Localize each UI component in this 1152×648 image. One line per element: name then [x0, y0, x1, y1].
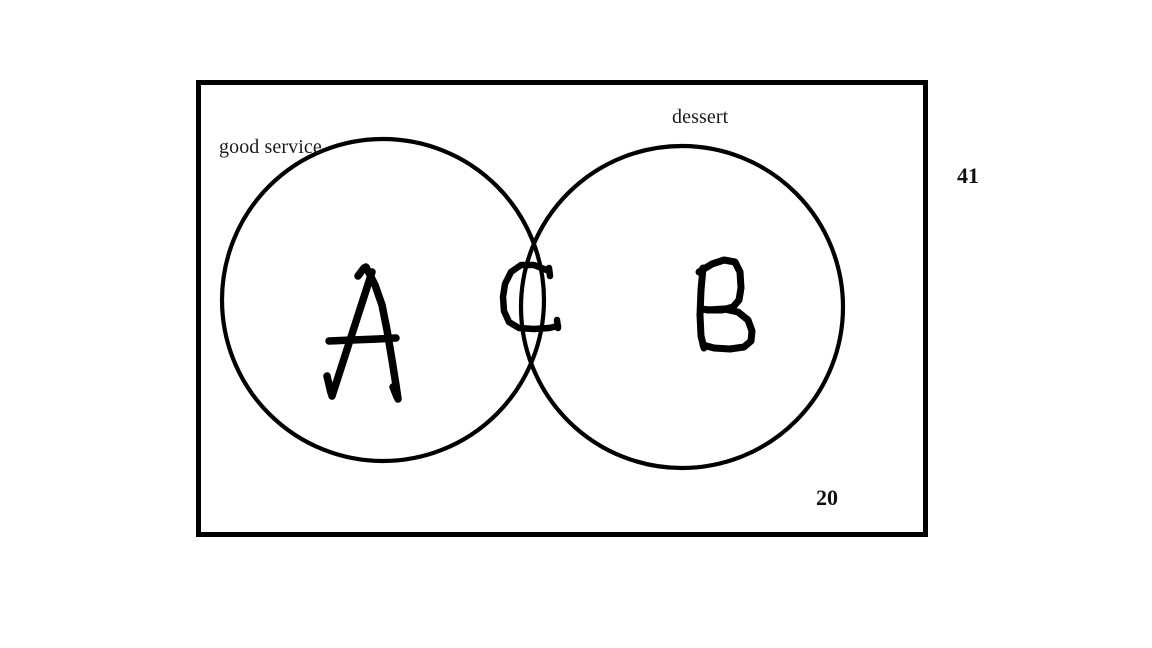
- set-label-dessert: dessert: [672, 106, 729, 128]
- set-circle-good-service: [219, 136, 547, 464]
- universal-set-rectangle: [196, 80, 928, 537]
- region-letter-a-handwritten: [323, 263, 402, 403]
- set-circle-dessert: [518, 143, 846, 471]
- count-outside-rectangle: 41: [957, 163, 979, 188]
- region-letter-b-handwritten: [695, 256, 756, 353]
- set-label-good-service: good service: [219, 136, 322, 158]
- count-inside-rectangle: 20: [816, 485, 838, 510]
- region-letter-c-handwritten: [499, 261, 562, 333]
